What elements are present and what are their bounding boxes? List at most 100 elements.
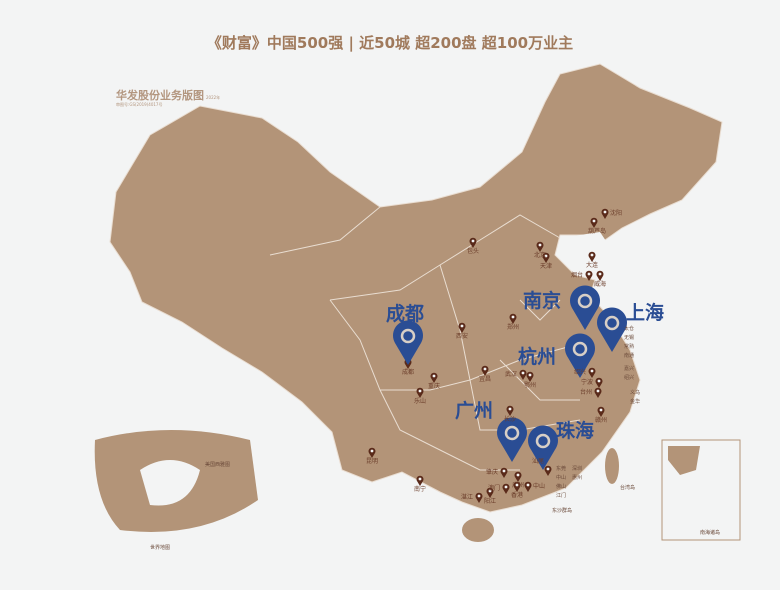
city-marker: [416, 475, 424, 486]
city-label: 北京: [534, 252, 547, 259]
city-marker: [595, 377, 603, 388]
city-marker: [544, 465, 552, 476]
city-label: 乐山: [414, 398, 427, 405]
city-marker: [368, 447, 376, 458]
city-label: 西安: [456, 333, 469, 340]
city-marker: [585, 270, 593, 281]
city-label: 澳门: [488, 485, 501, 492]
featured-city-label: 成都: [386, 303, 425, 325]
map-subtitle: 审图号:GS(2019)4017号: [116, 102, 163, 107]
south-china-sea-inset: [661, 439, 741, 541]
city-label: 天津: [540, 263, 553, 270]
side-city-label: 东沙群岛: [552, 508, 573, 514]
city-label: 威海: [594, 281, 607, 288]
world-map-label: 世界地图: [150, 545, 171, 551]
side-city-label: 惠州: [572, 475, 583, 481]
city-label: 台州: [580, 389, 593, 396]
city-marker: [458, 322, 466, 333]
city-marker: [506, 405, 514, 416]
side-city-label: 常熟: [624, 344, 635, 350]
city-label: 包头: [467, 248, 480, 255]
city-label: 武汉: [505, 371, 518, 378]
location-pin-icon[interactable]: [570, 285, 600, 330]
city-marker: [469, 237, 477, 248]
location-pin-icon[interactable]: [528, 425, 558, 470]
city-label: 成都: [402, 369, 415, 376]
side-city-label: 台湾岛: [620, 485, 636, 491]
featured-city-label: 珠海: [556, 420, 595, 442]
city-marker: [514, 471, 522, 482]
city-label: 鄂州: [524, 382, 537, 389]
featured-city-label: 上海: [626, 302, 665, 324]
world-inset: [94, 430, 258, 532]
featured-city-label: 杭州: [518, 346, 557, 368]
city-label: 葫芦岛: [588, 228, 607, 235]
city-marker: [594, 387, 602, 398]
city-marker: [524, 481, 532, 492]
side-city-label: 江门: [556, 493, 567, 499]
side-city-label: 中山: [556, 475, 567, 481]
city-marker: [430, 372, 438, 383]
city-marker: [486, 487, 494, 498]
city-label: 中山: [533, 483, 546, 490]
city-label: 沈阳: [610, 210, 623, 217]
city-marker: [590, 217, 598, 228]
city-marker: [588, 251, 596, 262]
city-label: 肇庆: [486, 469, 499, 476]
city-marker: [502, 483, 510, 494]
side-city-label: 金华: [630, 399, 641, 405]
side-city-label: 南海诸岛: [700, 530, 721, 536]
side-city-label: 无锡: [624, 335, 635, 341]
seattle-label: 美国西雅图: [205, 462, 231, 468]
featured-city-label: 广州: [455, 400, 494, 422]
city-marker: [519, 369, 527, 380]
city-marker: [509, 313, 517, 324]
map-title-text: 华发股份业务版图: [116, 89, 204, 102]
headline: 《财富》中国500强 | 近50城 超200盘 超100万业主: [206, 34, 574, 52]
location-pin-icon[interactable]: [496, 417, 528, 462]
side-city-label: 深圳: [572, 466, 583, 472]
city-label: 郑州: [507, 324, 520, 331]
location-pin-icon[interactable]: [393, 320, 423, 365]
city-marker: [475, 492, 483, 503]
city-label: 大连: [586, 262, 599, 269]
taiwan-island: [605, 448, 619, 484]
featured-pins: [393, 285, 627, 470]
city-label: 重庆: [428, 383, 441, 390]
side-city-label: 佛山: [556, 484, 567, 490]
province-borders: [269, 206, 581, 471]
city-marker: [596, 270, 604, 281]
city-label: 香港: [511, 492, 524, 499]
city-marker: [481, 365, 489, 376]
side-city-label: 绍兴: [624, 375, 635, 381]
city-label: 赣州: [595, 417, 608, 424]
location-pin-icon[interactable]: [565, 333, 596, 378]
location-pin-icon[interactable]: [597, 307, 627, 352]
city-marker: [526, 371, 534, 382]
city-marker: [542, 252, 550, 263]
city-label: 汕尾: [532, 458, 545, 465]
city-label: 广州: [512, 482, 525, 489]
side-city-label: 太仓: [624, 326, 635, 332]
city-label: 宜昌: [479, 376, 492, 383]
side-city-label: 嘉兴: [624, 366, 635, 372]
side-city-label: 南通: [624, 353, 635, 359]
city-marker: [597, 406, 605, 417]
city-label: 昆明: [366, 458, 379, 465]
city-label: 烟台: [571, 272, 584, 279]
city-label: 阳江: [484, 498, 497, 505]
city-label: 南宁: [414, 486, 427, 493]
city-label: 长沙: [504, 416, 517, 423]
bohai-sea: [560, 232, 612, 272]
city-marker: [500, 467, 508, 478]
featured-city-label: 南京: [523, 290, 562, 312]
city-label: 湛江: [461, 494, 474, 501]
city-label: 宁波: [581, 379, 594, 386]
map-title-suffix: 2022年: [206, 95, 221, 100]
city-marker: [601, 208, 609, 219]
side-city-label: 义乌: [630, 390, 641, 396]
city-marker: [513, 481, 521, 492]
city-marker: [416, 387, 424, 398]
